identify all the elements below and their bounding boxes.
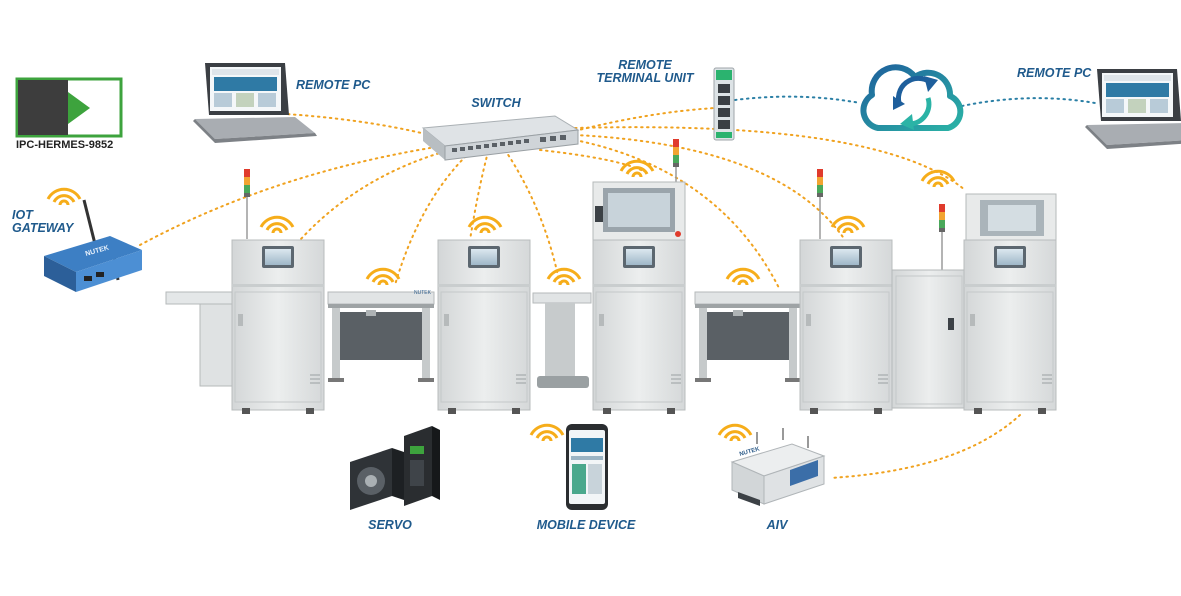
link-switch-conveyor-3 [574, 139, 781, 291]
buffer-cabinet [891, 269, 967, 409]
conveyor-3 [694, 291, 802, 383]
wifi-icon [830, 215, 866, 235]
machine-1 [231, 239, 325, 415]
smartphone-icon [566, 424, 608, 510]
wifi-icon [529, 423, 565, 443]
link-switch-conveyor-2 [504, 149, 561, 286]
link-switch-conveyor-1 [394, 151, 471, 286]
link-switch-machine-2 [469, 151, 489, 241]
link-cloud-remote-pc [961, 97, 1096, 107]
production-line [165, 181, 1057, 415]
brand-text: NUTEK [414, 290, 432, 296]
iot-gateway-icon [44, 199, 142, 292]
wifi-icon [259, 215, 295, 235]
link-switch-machine-1 [299, 149, 451, 241]
hermes-logo-icon [15, 77, 123, 138]
rtu-icon [713, 67, 735, 141]
brand-text: NUTEK [739, 446, 761, 458]
rtu-label-line1: REMOTE [618, 58, 672, 72]
link-rtu-cloud [734, 95, 861, 104]
link-switch-machine-4 [574, 134, 846, 241]
remote-pc-right-label: REMOTE PC [1017, 66, 1092, 80]
link-switch-machine-5 [574, 126, 966, 191]
rtu-label-line2: TERMINAL UNIT [596, 71, 694, 85]
cloud-links [734, 95, 1096, 107]
laptop-icon [193, 63, 317, 143]
link-machine-aiv [829, 414, 1021, 479]
link-switch-iot-gateway [139, 147, 431, 246]
cloud-sync-icon [860, 64, 964, 131]
wifi-icon [546, 267, 582, 287]
servo-label: SERVO [368, 518, 412, 532]
wifi-icon [619, 159, 655, 179]
network-switch-icon [421, 115, 580, 161]
wifi-icon [920, 169, 956, 189]
connection-lines [139, 107, 1021, 479]
servo-icon [350, 426, 440, 510]
wifi-icon [725, 267, 761, 287]
hermes-label: IPC-HERMES-9852 [16, 139, 114, 151]
switch-label: SWITCH [471, 96, 521, 110]
link-switch-remote-pc [269, 112, 431, 136]
wifi-icon [467, 215, 503, 235]
conveyor-1 [327, 291, 435, 383]
aiv-label: AIV [766, 518, 788, 532]
iot-gateway-label-line1: IOT [12, 208, 33, 222]
wifi-icon [365, 267, 401, 287]
laptop-icon [1085, 69, 1181, 149]
machine-3 [592, 181, 686, 415]
aiv-robot-icon [730, 428, 826, 506]
link-switch-rtu [574, 107, 716, 132]
wifi-icon [717, 423, 753, 443]
wifi-icon [46, 187, 82, 207]
machine-4 [799, 239, 893, 415]
shuttle-conveyor [532, 292, 592, 388]
remote-pc-left-label: REMOTE PC [296, 78, 371, 92]
machine-2 [437, 239, 531, 415]
iot-gateway-label-line2: GATEWAY [12, 221, 74, 235]
machine-5 [963, 193, 1057, 415]
mobile-device-label: MOBILE DEVICE [536, 518, 636, 532]
